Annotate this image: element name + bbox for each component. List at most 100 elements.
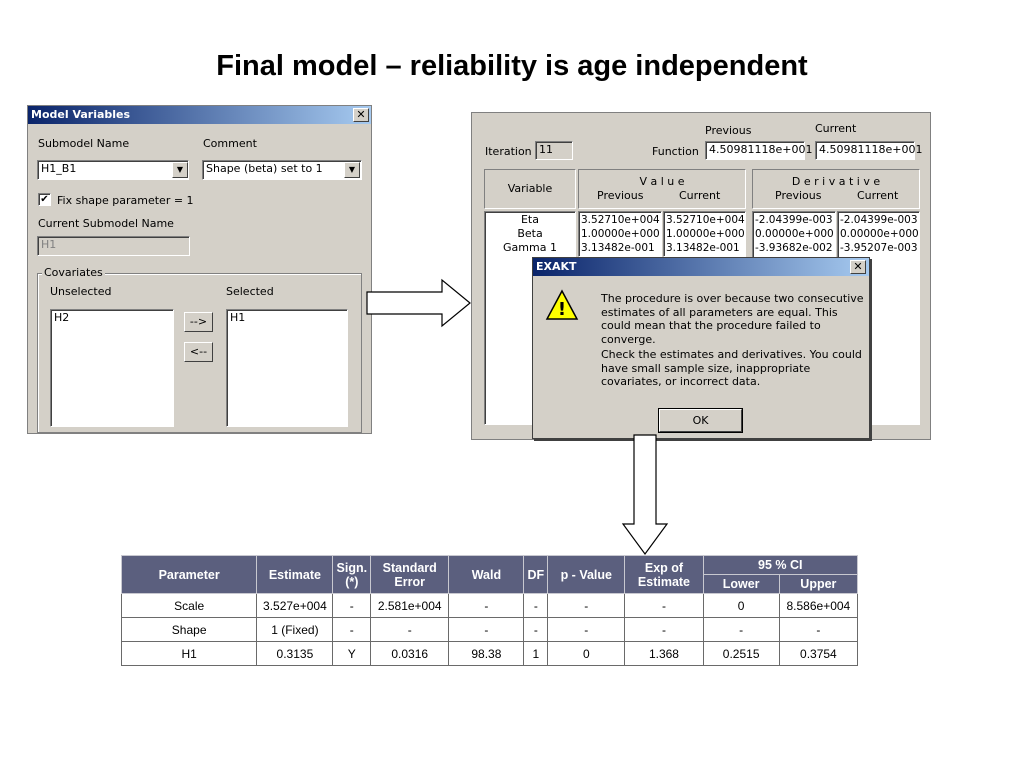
iteration-label: Iteration (485, 145, 532, 158)
current-submodel-label: Current Submodel Name (38, 217, 174, 230)
exakt-titlebar[interactable]: EXAKT ✕ (533, 258, 869, 276)
cell-upper: 0.3754 (778, 641, 859, 666)
cell-sign: - (332, 617, 372, 642)
cell-sign: - (332, 593, 372, 618)
list-item[interactable]: H2 (54, 311, 70, 324)
table-subheader-row: Lower Upper (122, 574, 859, 594)
cell-sign: Y (332, 641, 372, 666)
header-df: DF (523, 555, 549, 594)
derivative-header-box: D e r i v a t i v e Previous Current (752, 169, 920, 209)
cell-p-value: 0 (547, 641, 626, 666)
window-title: Model Variables (31, 108, 131, 121)
list-item: -3.95207e-003 (840, 242, 918, 254)
chevron-down-icon[interactable]: ▼ (344, 162, 360, 178)
cell-df: - (523, 593, 549, 618)
cell-parameter: Scale (120, 593, 258, 618)
header-sign: Sign. (*) (332, 555, 372, 594)
table-row: Scale 3.527e+004 - 2.581e+004 - - - - 0 … (120, 593, 859, 618)
function-previous-field: 4.50981118e+001 (705, 141, 812, 160)
cell-exp-estimate: - (624, 617, 704, 642)
chevron-down-icon[interactable]: ▼ (172, 162, 188, 178)
list-item: 3.52710e+004 (581, 214, 660, 226)
variable-header-box: Variable (484, 169, 576, 209)
function-previous-label: Previous (705, 124, 752, 137)
table-row: Shape 1 (Fixed) - - - - - - - - (120, 617, 859, 642)
list-item: Beta (517, 227, 543, 240)
derivative-header: D e r i v a t i v e (791, 175, 881, 188)
exakt-dialog: EXAKT ✕ ! The procedure is over because … (532, 257, 870, 439)
iteration-field: 11 (535, 141, 573, 160)
cell-lower: 0.2515 (702, 641, 780, 666)
cell-p-value: - (547, 593, 626, 618)
move-right-button[interactable]: --> (184, 312, 213, 332)
list-item[interactable]: H1 (230, 311, 246, 324)
cell-std-error: - (370, 617, 450, 642)
list-item: 1.00000e+000 (666, 228, 745, 240)
cell-estimate: 0.3135 (256, 641, 334, 666)
model-variables-titlebar[interactable]: Model Variables ✕ (28, 106, 371, 124)
function-label: Function (652, 145, 699, 158)
cell-std-error: 0.0316 (370, 641, 450, 666)
cell-parameter: Shape (120, 617, 258, 642)
selected-list[interactable]: H1 (226, 309, 348, 427)
cell-exp-estimate: - (624, 593, 704, 618)
cell-lower: - (702, 617, 780, 642)
header-parameter: Parameter (120, 555, 258, 594)
close-icon[interactable]: ✕ (850, 260, 866, 274)
list-item: 3.13482e-001 (666, 242, 740, 254)
unselected-list[interactable]: H2 (50, 309, 174, 427)
table-header-row: Parameter Estimate Sign. (*) Standard Er… (120, 555, 859, 594)
cell-upper: - (778, 617, 859, 642)
list-item: -2.04399e-003 (755, 214, 833, 226)
submodel-name-value: H1_B1 (41, 162, 77, 175)
cell-df: 1 (523, 641, 549, 666)
header-lower: Lower (702, 574, 780, 594)
fix-shape-checkbox[interactable]: ✔ (38, 193, 51, 206)
warning-icon: ! (545, 289, 579, 320)
fix-shape-label: Fix shape parameter = 1 (57, 194, 194, 207)
list-item: -2.04399e-003 (840, 214, 918, 226)
arrow-right-icon (366, 278, 471, 328)
cell-exp-estimate: 1.368 (624, 641, 704, 666)
comment-label: Comment (203, 137, 257, 150)
list-item: 0.00000e+000 (840, 228, 919, 240)
comment-value: Shape (beta) set to 1 (206, 162, 323, 175)
value-header: V a l u e (639, 175, 685, 188)
cell-df: - (523, 617, 549, 642)
unselected-label: Unselected (50, 285, 112, 298)
close-icon[interactable]: ✕ (353, 108, 369, 122)
model-variables-window: Model Variables ✕ Submodel Name Comment … (27, 105, 372, 434)
dialog-message-1: The procedure is over because two consec… (601, 292, 864, 346)
cell-lower: 0 (702, 593, 780, 618)
header-wald: Wald (448, 555, 525, 594)
cell-estimate: 1 (Fixed) (256, 617, 334, 642)
value-header-box: V a l u e Previous Current (578, 169, 746, 209)
list-item: Gamma 1 (503, 241, 557, 254)
value-current-list: 3.52710e+004 1.00000e+000 3.13482e-001 (663, 211, 746, 257)
page-title: Final model – reliability is age indepen… (216, 50, 808, 82)
list-item: 1.00000e+000 (581, 228, 660, 240)
list-item: 3.52710e+004 (666, 214, 745, 226)
submodel-name-dropdown[interactable]: H1_B1 (37, 160, 189, 180)
header-ci: 95 % CI (702, 555, 859, 575)
value-previous-label: Previous (597, 189, 644, 202)
ok-button[interactable]: OK (658, 408, 743, 433)
results-table: Parameter Estimate Sign. (*) Standard Er… (120, 555, 859, 666)
selected-label: Selected (226, 285, 274, 298)
deriv-previous-label: Previous (775, 189, 822, 202)
header-std-error: Standard Error (370, 555, 450, 594)
header-upper: Upper (778, 574, 859, 594)
cell-upper: 8.586e+004 (778, 593, 859, 618)
comment-dropdown[interactable]: Shape (beta) set to 1 (202, 160, 362, 180)
cell-wald: - (448, 617, 525, 642)
header-estimate: Estimate (256, 555, 334, 594)
function-current-label: Current (815, 122, 857, 135)
covariates-group (37, 273, 362, 433)
header-p-value: p - Value (547, 555, 626, 594)
list-item: -3.93682e-002 (755, 242, 833, 254)
deriv-current-label: Current (857, 189, 899, 202)
variable-header: Variable (507, 182, 553, 195)
list-item: 3.13482e-001 (581, 242, 655, 254)
move-left-button[interactable]: <-- (184, 342, 213, 362)
covariates-label: Covariates (42, 266, 105, 279)
